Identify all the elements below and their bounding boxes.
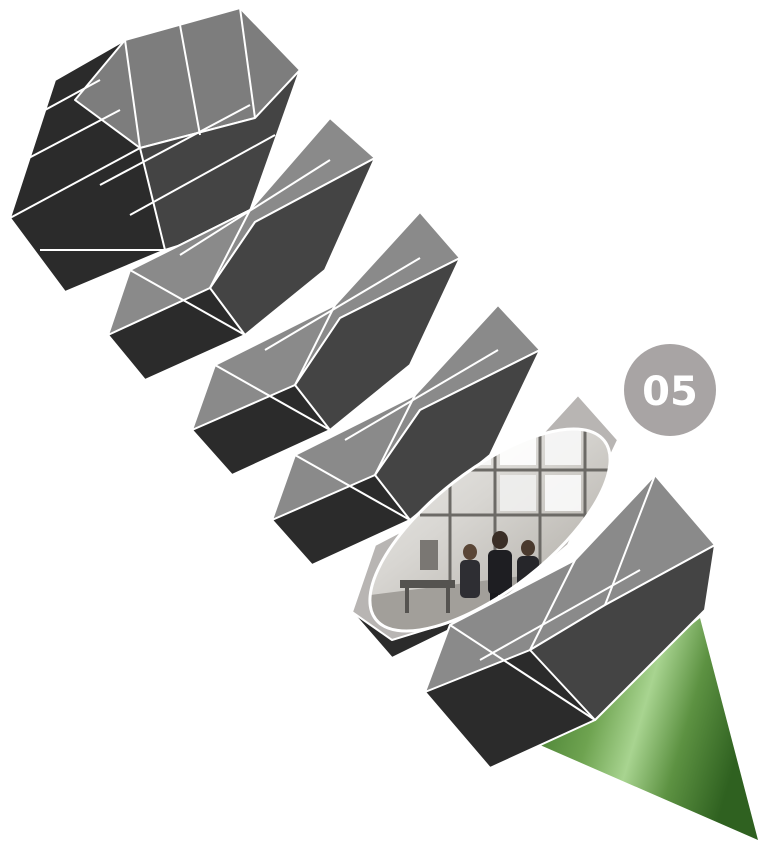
step-number-label: 05 [642, 369, 698, 415]
step-number-badge: 05 [624, 344, 716, 436]
